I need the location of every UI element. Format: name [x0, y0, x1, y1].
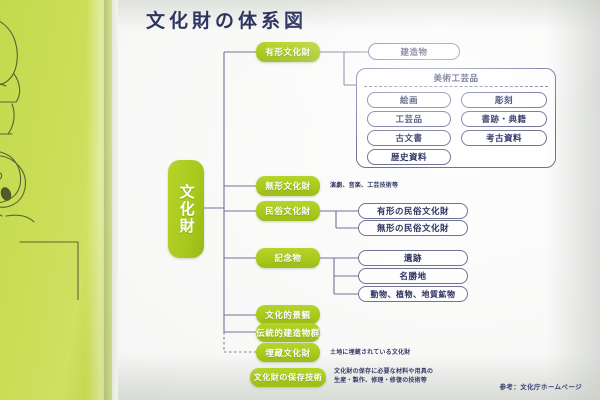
haniwa-line-drawing-icon	[0, 21, 79, 300]
note-intangible: 演劇、音楽、工芸技術等	[330, 182, 399, 189]
node-ancient-documents[interactable]: 古文書	[367, 130, 451, 146]
group-fine-arts-crafts: 美術工芸品 絵画 工芸品 古文書 歴史資料 彫刻 書跡・典籍 考古資料	[356, 68, 556, 168]
node-sculpture[interactable]: 彫刻	[461, 92, 547, 108]
node-ruins[interactable]: 遺跡	[358, 250, 468, 266]
node-intangible-folk[interactable]: 無形の民俗文化財	[358, 220, 468, 236]
note-buried: 土地に埋蔵されている文化財	[330, 349, 411, 356]
group-fine-arts-title: 美術工芸品	[433, 74, 479, 84]
node-scenic-spots[interactable]: 名勝地	[358, 268, 468, 284]
node-root-bunkazai[interactable]: 文化財	[168, 160, 204, 258]
bottom-shadow	[118, 354, 600, 400]
node-conservation-techniques[interactable]: 文化財の保存技術	[250, 368, 326, 387]
source-credit: 参考：文化庁ホームページ	[499, 383, 582, 391]
note-conservation-line1: 文化財の保存に必要な材料や用具の	[334, 368, 434, 375]
note-conservation: 文化財の保存に必要な材料や用具の 生産・製作、修理・修復の技術等	[334, 368, 433, 385]
node-animals-plants-minerals[interactable]: 動物、植物、地質鉱物	[358, 286, 468, 302]
group-divider	[364, 86, 548, 87]
right-shadow	[546, 0, 600, 400]
node-archaeological-materials[interactable]: 考古資料	[461, 130, 547, 146]
node-buried-cultural-property[interactable]: 埋蔵文化財	[256, 343, 320, 362]
node-calligraphy-books[interactable]: 書跡・典籍	[461, 111, 547, 127]
node-cultural-landscape[interactable]: 文化的景観	[256, 305, 320, 324]
node-traditional-buildings-group[interactable]: 伝統的建造物群	[256, 323, 320, 342]
node-folk-cultural-property[interactable]: 民俗文化財	[256, 201, 320, 221]
left-page	[0, 0, 112, 400]
note-conservation-line2: 生産・製作、修理・修復の技術等	[334, 376, 428, 384]
page-title: 文化財の体系図	[146, 10, 308, 32]
node-monuments[interactable]: 記念物	[256, 248, 320, 268]
node-painting[interactable]: 絵画	[367, 92, 451, 108]
node-crafts[interactable]: 工芸品	[367, 111, 451, 127]
node-intangible-cultural-property[interactable]: 無形文化財	[256, 176, 320, 196]
node-structures[interactable]: 建造物	[368, 43, 460, 60]
node-historical-materials[interactable]: 歴史資料	[367, 149, 451, 165]
node-tangible-cultural-property[interactable]: 有形文化財	[256, 42, 320, 62]
node-tangible-folk[interactable]: 有形の民俗文化財	[358, 203, 468, 219]
